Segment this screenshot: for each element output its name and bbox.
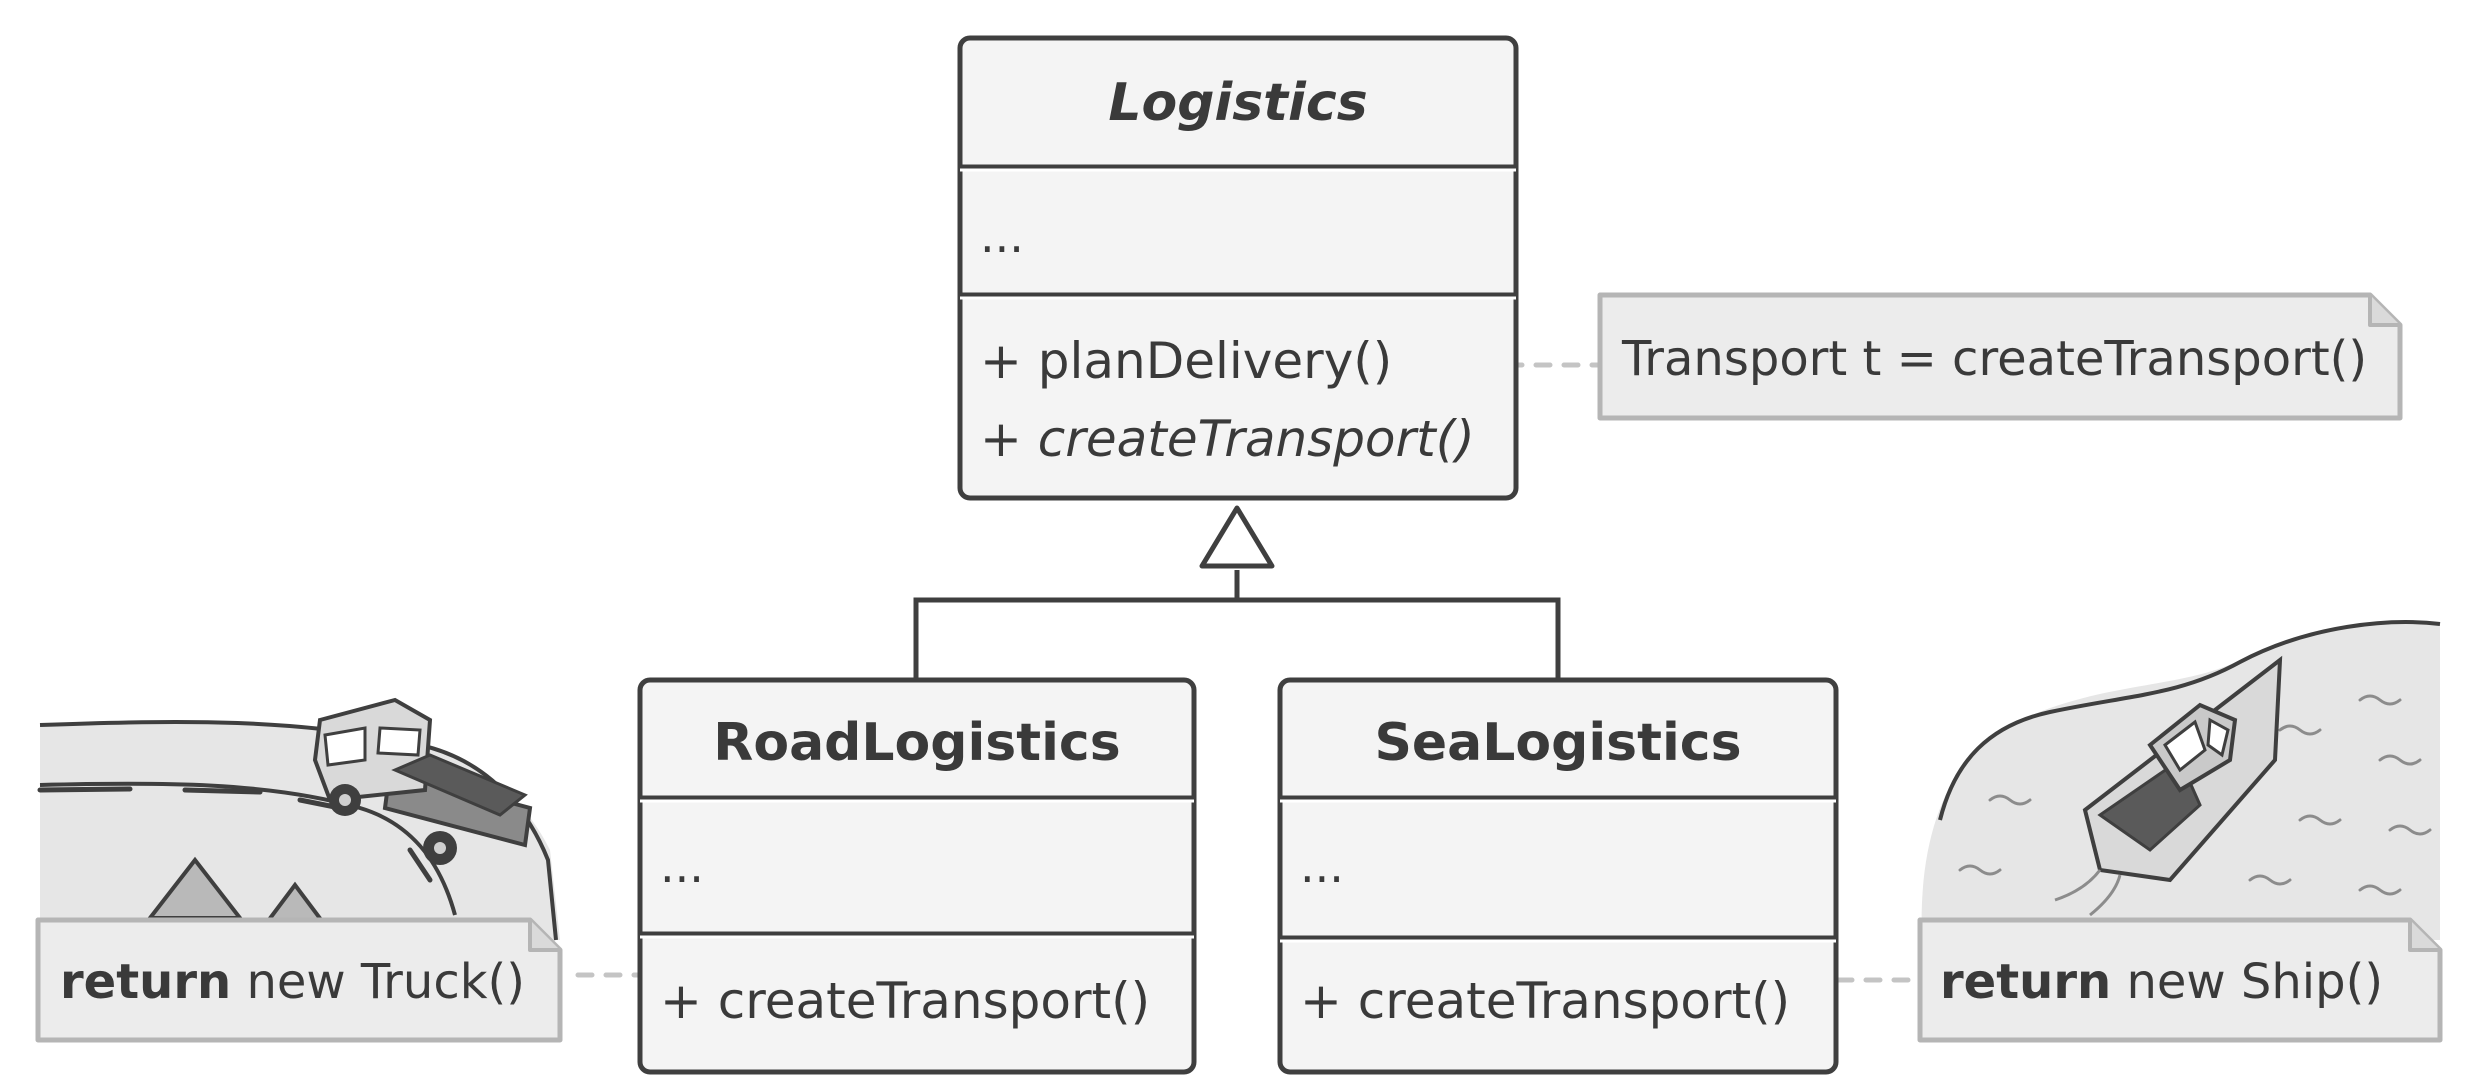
truck-road-illustration xyxy=(37,697,560,941)
note-truck-keyword: return xyxy=(60,954,231,1010)
note-ship-rest: new Ship() xyxy=(2111,954,2383,1010)
note-truck-rest: new Truck() xyxy=(231,954,525,1010)
class-sea-logistics-name: SeaLogistics xyxy=(1374,713,1741,773)
class-logistics-fields: ... xyxy=(980,209,1024,263)
note-ship: return new Ship() xyxy=(1917,917,2443,1043)
class-logistics: Logistics ... + planDelivery() + createT… xyxy=(957,35,1519,501)
boat-icon xyxy=(2054,655,2283,917)
road-method-create-transport: + createTransport() xyxy=(660,972,1150,1030)
truck-icon xyxy=(312,697,533,865)
class-road-logistics-name: RoadLogistics xyxy=(713,713,1120,773)
class-sea-logistics-fields: ... xyxy=(1300,839,1344,893)
class-logistics-name: Logistics xyxy=(1108,73,1367,133)
note-connectors xyxy=(575,362,1921,983)
boat-sea-illustration xyxy=(1921,620,2441,940)
method-plan-delivery: + planDelivery() xyxy=(980,332,1392,390)
note-plan-delivery-text: Transport t = createTransport() xyxy=(1621,331,2367,387)
inheritance-arrow xyxy=(913,505,1561,678)
sea-method-create-transport: + createTransport() xyxy=(1300,972,1790,1030)
note-truck-text: return new Truck() xyxy=(60,954,525,1010)
note-ship-text: return new Ship() xyxy=(1940,954,2383,1010)
note-ship-keyword: return xyxy=(1940,954,2111,1010)
method-create-transport-abstract: + createTransport() xyxy=(980,410,1475,468)
note-truck: return new Truck() xyxy=(35,917,563,1043)
class-road-logistics-fields: ... xyxy=(660,839,704,893)
class-sea-logistics: SeaLogistics ... + createTransport() xyxy=(1277,677,1839,1075)
class-road-logistics: RoadLogistics ... + createTransport() xyxy=(637,677,1197,1075)
note-plan-delivery: Transport t = createTransport() xyxy=(1597,292,2403,421)
